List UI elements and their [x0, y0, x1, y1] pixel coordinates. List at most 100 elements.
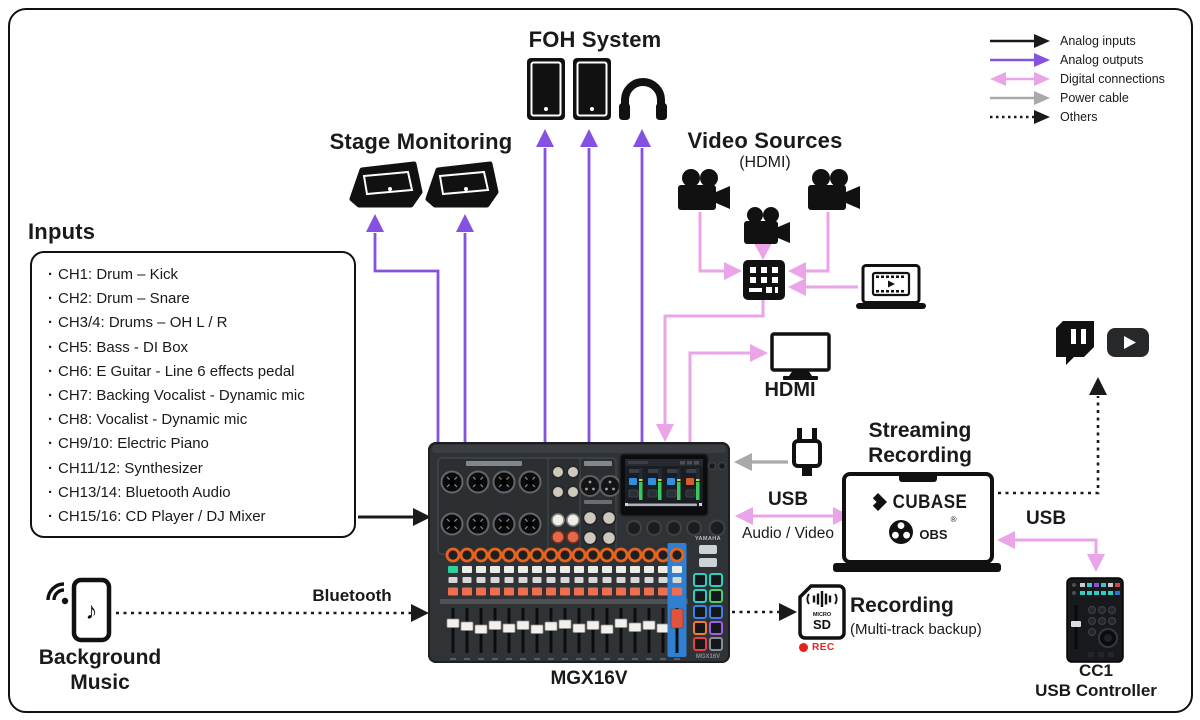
legend-label: Others	[1060, 110, 1098, 125]
cc1-controller-icon	[1066, 577, 1124, 663]
laptop-base	[833, 563, 1001, 572]
mixer-label: MGX16V	[550, 668, 628, 689]
output-jacks	[582, 510, 617, 546]
cubase-icon	[872, 492, 887, 511]
usb-av-sublabel: Audio / Video	[742, 525, 834, 542]
legend-analog-outputs: Analog outputs	[988, 50, 1165, 69]
input-item: CH13/14: Bluetooth Audio	[48, 481, 346, 505]
laptop-notch	[899, 476, 937, 482]
power-arrow-icon	[990, 91, 1050, 106]
headphones-icon	[619, 78, 667, 120]
mixer-right-panel: YAMAHA MGX16V	[693, 536, 723, 660]
obs-label: OBS	[919, 526, 948, 542]
youtube-icon	[1107, 328, 1149, 357]
power-plug-icon	[792, 428, 822, 476]
recording-title: Recording	[850, 594, 954, 617]
fader-band	[440, 599, 688, 604]
camera-right-icon	[808, 169, 860, 210]
stage-monitor-left-icon	[349, 161, 423, 208]
cc1-label-line2: USB Controller	[1035, 681, 1157, 700]
analog-output-arrow-icon	[990, 52, 1050, 67]
hdmi-monitor-icon	[770, 332, 831, 380]
rec-dot-icon	[799, 643, 808, 652]
inputs-to-mixer-arrowhead	[413, 508, 431, 526]
line-jacks	[551, 465, 580, 499]
usb-av-label: USB	[767, 489, 809, 510]
hdmi-label: HDMI	[764, 379, 816, 401]
legend-analog-inputs: Analog inputs	[988, 31, 1165, 50]
media-laptop-icon	[856, 264, 926, 309]
camera-middle-icon	[744, 207, 790, 244]
obs-logo: ® OBS	[888, 515, 957, 545]
legend-digital-connections: Digital connections	[988, 69, 1165, 88]
cubase-label: CUBASE	[892, 490, 968, 512]
mixer-brand-text: YAMAHA	[695, 536, 721, 542]
cc1-label-line1: CC1	[1078, 661, 1113, 680]
camera-left-icon	[678, 169, 730, 210]
sd-micro-text: MICRO	[813, 612, 832, 618]
input-item: CH7: Backing Vocalist - Dynamic mic	[48, 384, 346, 408]
cubase-logo: CUBASE	[869, 490, 968, 512]
input-item: CH15/16: CD Player / DJ Mixer	[48, 505, 346, 529]
streaming-laptop: CUBASE ® OBS	[842, 472, 994, 564]
analog-output-lines	[375, 148, 642, 444]
others-arrow-icon	[990, 110, 1050, 125]
background-music-line1: Background	[38, 646, 162, 669]
input-item: CH3/4: Drums – OH L / R	[48, 311, 346, 335]
combo-jacks	[440, 470, 542, 536]
video-sources-subtitle: (HDMI)	[739, 154, 791, 171]
recording-subtitle: (Multi-track backup)	[850, 621, 982, 638]
foh-speaker-left-icon	[527, 58, 565, 120]
screen-knobs	[626, 461, 727, 537]
input-item: CH9/10: Electric Piano	[48, 432, 346, 456]
legend-others: Others	[988, 108, 1165, 127]
twitch-icon	[1056, 321, 1094, 365]
inputs-list-box: CH1: Drum – Kick CH2: Drum – Snare CH3/4…	[30, 251, 356, 538]
obs-registered-mark: ®	[950, 514, 957, 524]
streaming-title-line1: Streaming	[868, 419, 972, 442]
legend: Analog inputs Analog outputs Digital con…	[988, 31, 1165, 127]
digital-lines	[665, 212, 1096, 555]
legend-power-cable: Power cable	[988, 89, 1165, 108]
cc1-label: CC1 USB Controller	[1021, 661, 1171, 701]
analog-input-arrow-icon	[990, 33, 1050, 48]
input-item: CH1: Drum – Kick	[48, 263, 346, 287]
foh-speaker-right-icon	[573, 58, 611, 120]
music-note-icon: ♪	[86, 598, 98, 625]
phone-icon: ♪	[71, 577, 112, 643]
stage-monitor-right-icon	[425, 161, 499, 208]
others-arrowheads	[411, 377, 1107, 622]
input-item: CH8: Vocalist - Dynamic mic	[48, 408, 346, 432]
inputs-title: Inputs	[28, 219, 96, 244]
usb-cc1-label: USB	[1025, 508, 1067, 529]
rca-jacks	[551, 513, 580, 544]
bluetooth-label: Bluetooth	[312, 586, 392, 605]
wireless-signal-icon	[46, 582, 69, 605]
digital-arrow-icon	[990, 71, 1050, 86]
rec-label: REC	[812, 642, 835, 653]
legend-label: Digital connections	[1060, 71, 1165, 86]
legend-label: Analog outputs	[1060, 52, 1144, 67]
xlr-outputs	[579, 475, 621, 504]
channel-strips	[445, 543, 687, 660]
mgx16v-mixer-image: YAMAHA MGX16V	[428, 442, 730, 663]
input-item: CH11/12: Synthesizer	[48, 457, 346, 481]
mixer-panel-label-text: MGX16V	[696, 654, 720, 660]
sd-label-text: SD	[813, 617, 831, 632]
legend-label: Analog inputs	[1060, 33, 1136, 48]
foh-title: FOH System	[528, 27, 662, 52]
legend-label: Power cable	[1060, 91, 1129, 106]
others-lines	[116, 396, 1098, 613]
power-arrowhead	[734, 453, 752, 471]
stage-monitoring-title: Stage Monitoring	[329, 129, 513, 154]
mixer-touchscreen	[619, 453, 709, 517]
video-sources-title: Video Sources	[687, 128, 843, 153]
streaming-title: Streaming Recording	[845, 418, 995, 468]
rec-indicator: REC	[799, 642, 835, 653]
obs-icon	[889, 519, 914, 544]
inputs-list: CH1: Drum – Kick CH2: Drum – Snare CH3/4…	[48, 263, 346, 529]
input-item: CH2: Drum – Snare	[48, 287, 346, 311]
streaming-title-line2: Recording	[868, 444, 972, 467]
